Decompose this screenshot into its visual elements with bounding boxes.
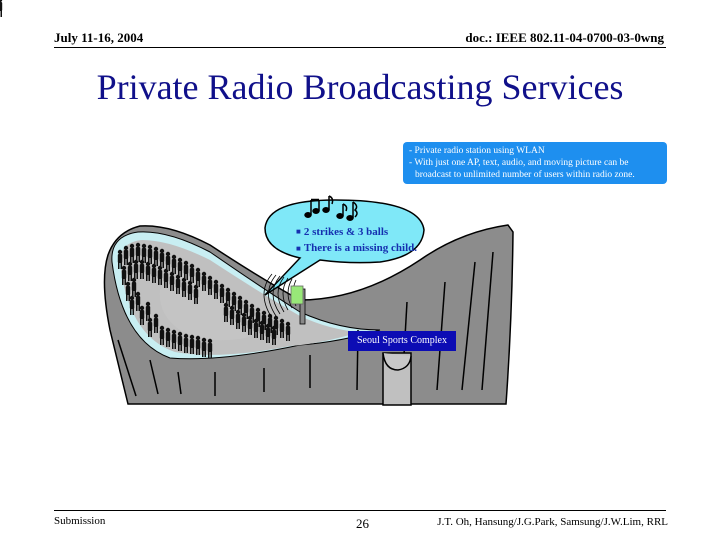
venue-label: Seoul Sports Complex <box>348 331 456 351</box>
header-doc-id: doc.: IEEE 802.11-04-0700-03-0wng <box>465 30 664 45</box>
crowd-illustration <box>0 0 3 17</box>
info-line-3: broadcast to unlimited number of users w… <box>415 170 635 180</box>
bubble-item: ■There is a missing child. <box>296 242 418 255</box>
header-date: July 11-16, 2004 <box>54 30 144 45</box>
bullet-icon: ■ <box>296 243 301 253</box>
info-line-2: - With just one AP, text, audio, and mov… <box>409 158 629 168</box>
music-notes-icon <box>304 195 358 221</box>
footer-submission: Submission <box>54 515 106 527</box>
footer-divider <box>54 510 666 511</box>
footer-authors: J.T. Oh, Hansung/J.G.Park, Samsung/J.W.L… <box>437 516 668 528</box>
bubble-item: ■2 strikes & 3 balls <box>296 226 389 238</box>
access-point-icon <box>290 285 306 325</box>
page-number: 26 <box>356 516 369 531</box>
speech-bubble <box>264 199 425 296</box>
info-line-1: - Private radio station using WLAN <box>409 146 545 156</box>
speech-bubble-text: ■2 strikes & 3 balls ■There is a missing… <box>296 224 417 257</box>
info-box: - Private radio station using WLAN - Wit… <box>403 142 667 184</box>
bullet-icon: ■ <box>296 227 301 237</box>
radio-waves-icon <box>263 273 297 319</box>
header-divider <box>54 47 666 48</box>
slide-title: Private Radio Broadcasting Services <box>96 67 624 107</box>
